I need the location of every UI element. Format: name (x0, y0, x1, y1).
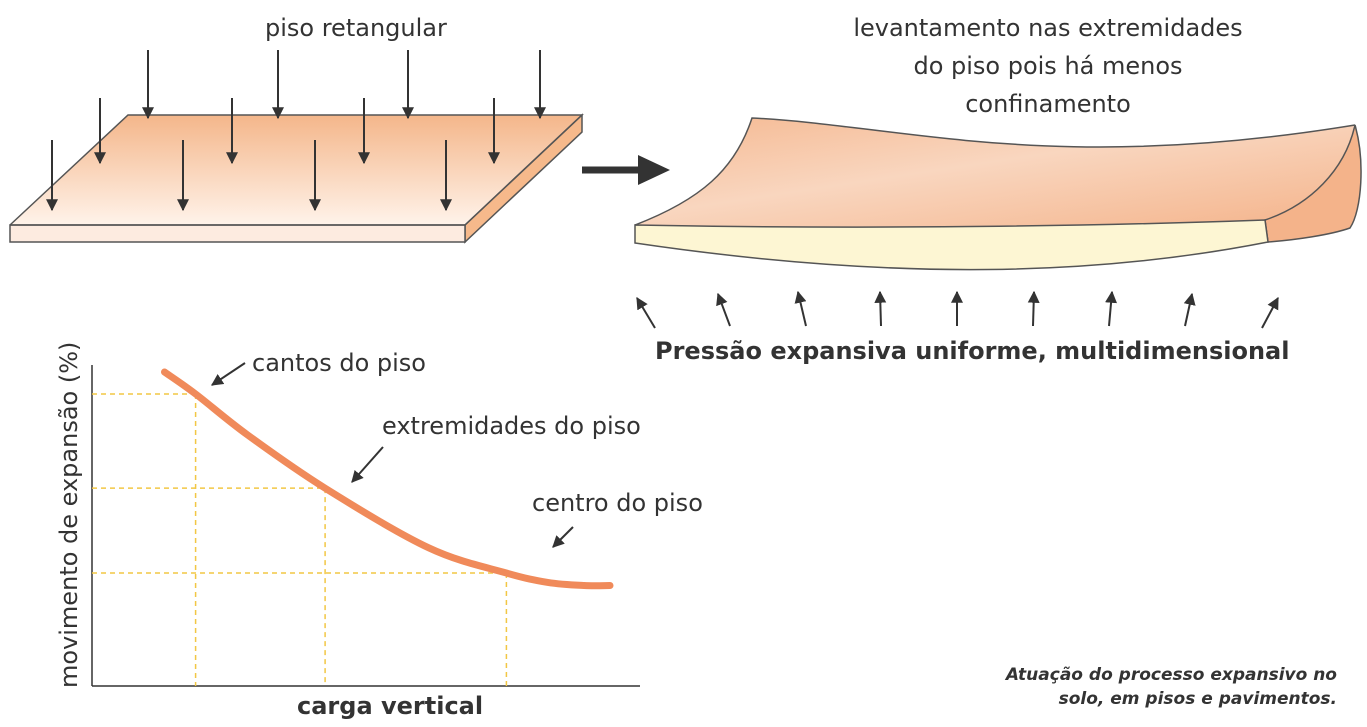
chart-series-line (161, 368, 614, 590)
curved-slab-right-side (1264, 124, 1362, 243)
flat-slab-outline (9, 114, 584, 226)
curved-slab-top-outline (634, 117, 1356, 226)
pressure-label: Pressão expansiva uniforme, multidimensi… (655, 337, 1290, 365)
figure-caption-line2: solo, em pisos e pavimentos. (1058, 689, 1337, 709)
chart-y-label: movimento de expansão (%) (55, 341, 83, 688)
pressure-arrow (1183, 292, 1196, 327)
curved-slab-front (634, 219, 1269, 271)
chart-axes (91, 365, 640, 687)
flat-slab (9, 113, 584, 244)
pressure-arrow (794, 290, 807, 327)
pressure-arrow (874, 290, 887, 327)
annotation-edges: extremidades do piso (382, 412, 641, 440)
annotation-arrow-corners (211, 362, 246, 386)
annotation-arrow-edges (351, 446, 384, 483)
pressure-arrow (636, 296, 656, 329)
pressure-arrow (1261, 296, 1279, 329)
curved-slab-label-line2: do piso pois há menos (913, 52, 1183, 80)
curved-slab-label-line1: levantamento nas extremidades (853, 14, 1243, 42)
transition-arrow (582, 155, 670, 185)
chart-guides (92, 393, 508, 686)
figure-caption-line1: Atuação do processo expansivo no (1005, 665, 1337, 685)
curved-slab-top (635, 118, 1355, 228)
chart-x-label: carga vertical (297, 692, 484, 720)
pressure-arrow (1105, 290, 1118, 327)
annotation-arrows (211, 362, 574, 548)
pressure-arrow (1027, 290, 1040, 327)
annotation-arrow-center (552, 526, 574, 548)
annotation-center: centro do piso (532, 489, 703, 517)
pressure-arrow (716, 292, 731, 327)
curved-slab (634, 117, 1362, 271)
pressure-arrows (636, 290, 1279, 329)
flat-slab-top (10, 115, 582, 225)
annotation-corners: cantos do piso (252, 349, 426, 377)
flat-slab-label: piso retangular (265, 14, 447, 42)
curved-slab-label-line3: confinamento (965, 90, 1131, 118)
load-arrows (46, 50, 546, 212)
flat-slab-front (9, 224, 466, 243)
